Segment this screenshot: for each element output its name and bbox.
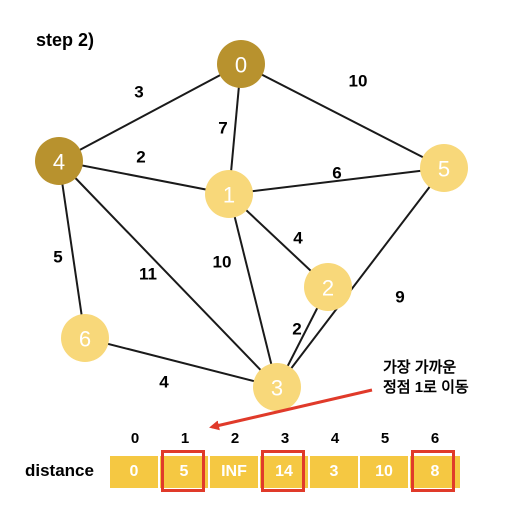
node-5: 5 <box>420 144 468 192</box>
node-label-6: 6 <box>79 327 91 352</box>
edge-1-3 <box>228 193 278 388</box>
distance-index-6: 6 <box>430 430 440 447</box>
step-title: step 2) <box>36 30 95 50</box>
distance-index-4: 4 <box>330 430 340 447</box>
node-circle-3 <box>253 363 301 411</box>
note-line-1: 가장 가까운 <box>383 359 457 376</box>
distance-cell-5: 5 10 <box>360 430 410 488</box>
edge-weight-4-3: 11 <box>139 265 157 284</box>
edge-6-3 <box>84 337 278 388</box>
node-6: 6 <box>61 314 109 362</box>
edge-weight-4-6: 5 <box>53 248 62 267</box>
distance-label: distance <box>25 461 94 480</box>
distance-value-4: 3 <box>329 463 339 480</box>
node-circle-4 <box>35 137 83 185</box>
edge-weight-1-5: 6 <box>332 164 341 183</box>
distance-value-0: 0 <box>129 463 139 480</box>
distance-index-2: 2 <box>230 430 240 447</box>
distance-value-5: 10 <box>375 463 393 480</box>
node-label-5: 5 <box>438 157 450 182</box>
node-circle-6 <box>61 314 109 362</box>
distance-value-2: INF <box>221 463 247 480</box>
distance-index-1: 1 <box>180 430 190 447</box>
node-circle-5 <box>420 144 468 192</box>
node-label-2: 2 <box>322 276 334 301</box>
edge-weight-5-3: 9 <box>395 288 404 307</box>
distance-value-6: 8 <box>430 463 440 480</box>
distance-index-3: 3 <box>280 430 290 447</box>
node-label-1: 1 <box>223 183 235 208</box>
node-3: 3 <box>253 363 301 411</box>
edge-weight-2-3: 2 <box>292 320 301 339</box>
edge-4-6 <box>58 160 86 339</box>
edge-1-5 <box>228 167 445 195</box>
node-0: 0 <box>217 40 265 88</box>
highlight-box-6 <box>411 450 455 492</box>
edge-weight-0-5: 10 <box>349 72 368 91</box>
edge-weight-0-1: 7 <box>218 119 227 138</box>
pointer-arrow <box>209 388 373 431</box>
edge-0-4 <box>58 63 242 162</box>
edge-weight-4-1: 2 <box>136 148 145 167</box>
distance-value-3: 14 <box>275 463 293 480</box>
edge-weight-1-2: 4 <box>293 229 303 248</box>
highlight-box-1 <box>161 450 205 492</box>
edge-4-1 <box>58 160 230 195</box>
node-2: 2 <box>304 263 352 311</box>
node-4: 4 <box>35 137 83 185</box>
distance-index-0: 0 <box>130 430 140 447</box>
node-circle-1 <box>205 170 253 218</box>
edge-5-3 <box>276 167 445 388</box>
node-circle-0 <box>217 40 265 88</box>
distance-value-1: 5 <box>179 463 189 480</box>
edge-weight-0-4: 3 <box>134 83 143 102</box>
node-1: 1 <box>205 170 253 218</box>
edge-0-5 <box>240 63 445 169</box>
edge-4-3 <box>58 160 278 388</box>
node-circle-2 <box>304 263 352 311</box>
node-label-3: 3 <box>271 376 283 401</box>
distance-index-5: 5 <box>380 430 390 447</box>
highlight-box-3 <box>261 450 305 492</box>
edge-weight-1-3: 10 <box>213 253 232 272</box>
distance-cell-3: 3 14 <box>260 430 310 492</box>
node-label-4: 4 <box>53 150 65 175</box>
note-line-2: 정점 1로 이동 <box>383 379 469 396</box>
edge-weight-6-3: 4 <box>159 373 169 392</box>
node-label-0: 0 <box>235 53 247 78</box>
